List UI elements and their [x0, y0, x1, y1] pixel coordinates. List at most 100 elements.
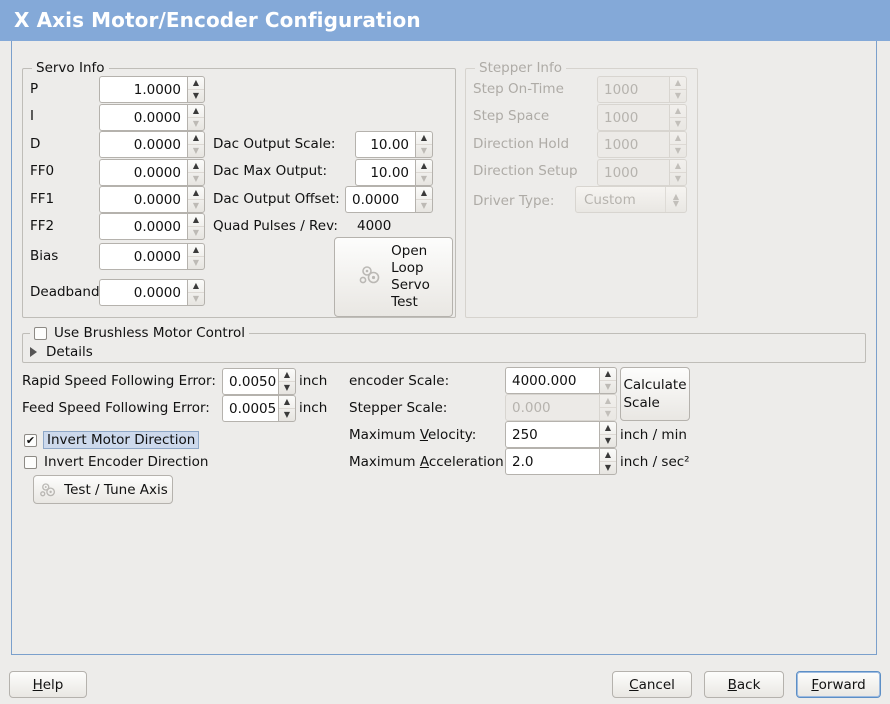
servo-input-p-value[interactable]: 1.0000 — [99, 76, 187, 103]
spin-down-icon[interactable]: ▼ — [416, 199, 432, 212]
spin-up-icon[interactable]: ▲ — [674, 133, 682, 142]
spin-up-icon[interactable]: ▲ — [604, 369, 612, 378]
dac-output-offset-value[interactable]: 0.0000 — [345, 186, 415, 213]
spin-down-icon[interactable]: ▼ — [188, 117, 204, 130]
spin-down-icon[interactable]: ▼ — [188, 256, 204, 269]
spin-up-icon[interactable]: ▲ — [192, 161, 200, 170]
open-loop-servo-test-button[interactable]: Open Loop Servo Test — [334, 237, 453, 317]
feed-following-error-spinner[interactable]: ▲ ▼ — [278, 395, 296, 422]
forward-button[interactable]: Forward — [796, 671, 881, 698]
servo-input-ff0-spinner[interactable]: ▲ ▼ — [187, 159, 205, 186]
spin-down-icon[interactable]: ▼ — [188, 226, 204, 239]
encoder-scale-input[interactable]: 4000.000 ▲ ▼ — [505, 367, 617, 394]
servo-input-ff0-value[interactable]: 0.0000 — [99, 159, 187, 186]
spin-up-icon[interactable]: ▲ — [420, 161, 428, 170]
dac-output-scale-spinner[interactable]: ▲ ▼ — [415, 131, 433, 158]
spin-down-icon[interactable]: ▼ — [279, 408, 295, 421]
direction-hold-input[interactable]: 1000 ▲ ▼ — [597, 131, 687, 158]
use-brushless-motor-control-checkbox[interactable]: Use Brushless Motor Control — [30, 324, 249, 342]
spin-down-icon[interactable]: ▼ — [188, 199, 204, 212]
spin-down-icon[interactable]: ▼ — [670, 117, 686, 130]
spin-down-icon[interactable]: ▼ — [279, 381, 295, 394]
dac-output-scale-value[interactable]: 10.00 — [355, 131, 415, 158]
direction-setup-input[interactable]: 1000 ▲ ▼ — [597, 159, 687, 186]
spin-up-icon[interactable]: ▲ — [420, 188, 428, 197]
feed-following-error-input[interactable]: 0.0005 ▲ ▼ — [222, 395, 296, 422]
encoder-scale-spinner[interactable]: ▲ ▼ — [599, 367, 617, 394]
servo-input-i-value[interactable]: 0.0000 — [99, 104, 187, 131]
servo-input-ff2[interactable]: 0.0000 ▲ ▼ — [99, 213, 205, 240]
dac-output-offset-input[interactable]: 0.0000 ▲ ▼ — [345, 186, 433, 213]
spin-up-icon[interactable]: ▲ — [192, 78, 200, 87]
step-on-time-spinner[interactable]: ▲ ▼ — [669, 76, 687, 103]
back-button[interactable]: Back — [704, 671, 784, 698]
servo-input-bias-value[interactable]: 0.0000 — [99, 243, 187, 270]
servo-input-bias[interactable]: 0.0000 ▲ ▼ — [99, 243, 205, 270]
spin-up-icon[interactable]: ▲ — [192, 281, 200, 290]
spin-up-icon[interactable]: ▲ — [192, 215, 200, 224]
spin-down-icon[interactable]: ▼ — [600, 380, 616, 393]
dac-max-output-spinner[interactable]: ▲ ▼ — [415, 159, 433, 186]
spin-up-icon[interactable]: ▲ — [192, 133, 200, 142]
direction-hold-value[interactable]: 1000 — [597, 131, 669, 158]
servo-input-deadband-value[interactable]: 0.0000 — [99, 279, 187, 306]
chevron-updown-icon[interactable]: ▲▼ — [672, 191, 680, 208]
max-acceleration-spinner[interactable]: ▲ ▼ — [599, 448, 617, 475]
stepper-scale-value[interactable]: 0.000 — [505, 394, 599, 421]
servo-input-ff2-spinner[interactable]: ▲ ▼ — [187, 213, 205, 240]
spin-up-icon[interactable]: ▲ — [674, 106, 682, 115]
servo-input-i-spinner[interactable]: ▲ ▼ — [187, 104, 205, 131]
direction-hold-spinner[interactable]: ▲ ▼ — [669, 131, 687, 158]
encoder-scale-value[interactable]: 4000.000 — [505, 367, 599, 394]
driver-type-select[interactable]: Custom ▲▼ — [575, 186, 687, 213]
servo-input-i[interactable]: 0.0000 ▲ ▼ — [99, 104, 205, 131]
servo-input-ff2-value[interactable]: 0.0000 — [99, 213, 187, 240]
servo-input-deadband[interactable]: 0.0000 ▲ ▼ — [99, 279, 205, 306]
rapid-following-error-input[interactable]: 0.0050 ▲ ▼ — [222, 368, 296, 395]
max-velocity-value[interactable]: 250 — [505, 421, 599, 448]
servo-input-d-spinner[interactable]: ▲ ▼ — [187, 131, 205, 158]
max-velocity-spinner[interactable]: ▲ ▼ — [599, 421, 617, 448]
spin-up-icon[interactable]: ▲ — [283, 397, 291, 406]
spin-up-icon[interactable]: ▲ — [604, 396, 612, 405]
servo-input-deadband-spinner[interactable]: ▲ ▼ — [187, 279, 205, 306]
max-acceleration-input[interactable]: 2.0 ▲ ▼ — [505, 448, 617, 475]
servo-input-ff1-value[interactable]: 0.0000 — [99, 186, 187, 213]
spin-up-icon[interactable]: ▲ — [674, 78, 682, 87]
dac-output-offset-spinner[interactable]: ▲ ▼ — [415, 186, 433, 213]
servo-input-ff1[interactable]: 0.0000 ▲ ▼ — [99, 186, 205, 213]
feed-following-error-value[interactable]: 0.0005 — [222, 395, 278, 422]
checkbox-box-checked[interactable]: ✔ — [24, 433, 37, 447]
stepper-scale-spinner[interactable]: ▲ ▼ — [599, 394, 617, 421]
dac-max-output-value[interactable]: 10.00 — [355, 159, 415, 186]
servo-input-ff0[interactable]: 0.0000 ▲ ▼ — [99, 159, 205, 186]
checkbox-box[interactable] — [24, 455, 37, 469]
spin-down-icon[interactable]: ▼ — [670, 144, 686, 157]
spin-up-icon[interactable]: ▲ — [604, 423, 612, 432]
invert-encoder-direction-checkbox[interactable]: Invert Encoder Direction — [24, 453, 208, 471]
spin-down-icon[interactable]: ▼ — [600, 461, 616, 474]
stepper-scale-input[interactable]: 0.000 ▲ ▼ — [505, 394, 617, 421]
cancel-button[interactable]: Cancel — [612, 671, 692, 698]
spin-down-icon[interactable]: ▼ — [188, 144, 204, 157]
checkbox-box[interactable] — [34, 326, 47, 340]
servo-input-ff1-spinner[interactable]: ▲ ▼ — [187, 186, 205, 213]
dac-output-scale-input[interactable]: 10.00 ▲ ▼ — [355, 131, 433, 158]
step-space-value[interactable]: 1000 — [597, 104, 669, 131]
calculate-scale-button[interactable]: Calculate Scale — [620, 367, 690, 421]
servo-input-p-spinner[interactable]: ▲ ▼ — [187, 76, 205, 103]
spin-up-icon[interactable]: ▲ — [604, 450, 612, 459]
spin-down-icon[interactable]: ▼ — [416, 144, 432, 157]
spin-down-icon[interactable]: ▼ — [188, 89, 204, 102]
servo-input-d[interactable]: 0.0000 ▲ ▼ — [99, 131, 205, 158]
step-space-spinner[interactable]: ▲ ▼ — [669, 104, 687, 131]
details-expander[interactable]: Details — [30, 343, 93, 361]
spin-up-icon[interactable]: ▲ — [192, 106, 200, 115]
invert-motor-direction-checkbox[interactable]: ✔ Invert Motor Direction — [24, 431, 200, 449]
rapid-following-error-spinner[interactable]: ▲ ▼ — [278, 368, 296, 395]
rapid-following-error-value[interactable]: 0.0050 — [222, 368, 278, 395]
spin-up-icon[interactable]: ▲ — [283, 370, 291, 379]
max-acceleration-value[interactable]: 2.0 — [505, 448, 599, 475]
step-space-input[interactable]: 1000 ▲ ▼ — [597, 104, 687, 131]
spin-up-icon[interactable]: ▲ — [192, 245, 200, 254]
